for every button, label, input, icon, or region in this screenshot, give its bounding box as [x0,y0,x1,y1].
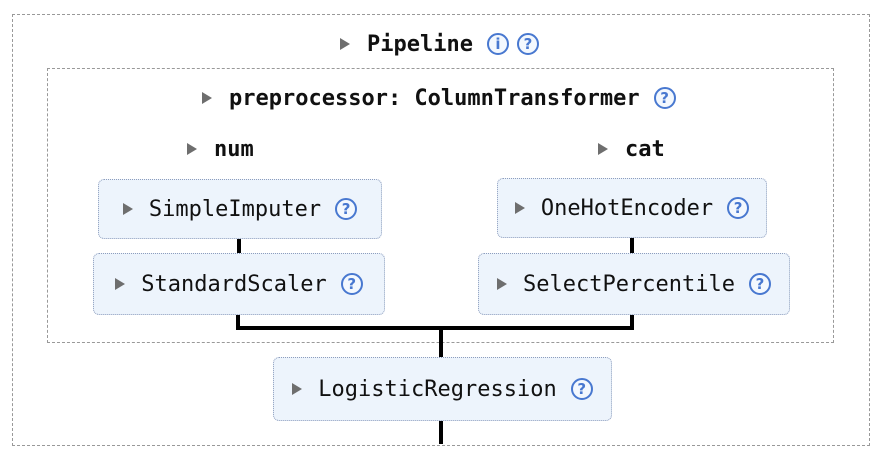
caret-right-icon [202,92,212,104]
column-num-label: num [214,136,254,162]
estimator-label: SelectPercentile [523,271,735,297]
help-icon[interactable]: ? [335,198,358,220]
estimator-standard-scaler[interactable]: StandardScaler ? [93,253,385,315]
estimator-logistic-regression[interactable]: LogisticRegression ? [273,357,612,421]
connector-merge-horizontal [236,326,634,330]
preprocessor-toggle[interactable]: preprocessor: ColumnTransformer ? [202,84,676,112]
estimator-label: SimpleImputer [148,196,322,222]
help-icon[interactable]: ? [570,378,593,400]
caret-right-icon [514,202,525,214]
column-cat-label: cat [625,136,665,162]
connector-num-steps [237,239,241,253]
column-num-toggle[interactable]: num [187,136,254,162]
estimator-simple-imputer[interactable]: SimpleImputer ? [98,179,382,239]
caret-right-icon [340,38,350,50]
pipeline-label: Pipeline [367,31,473,57]
help-icon[interactable]: ? [748,273,771,295]
caret-right-icon [187,143,197,155]
caret-right-icon [115,278,126,290]
estimator-select-percentile[interactable]: SelectPercentile ? [478,253,790,315]
estimator-label: StandardScaler [141,271,327,297]
estimator-label: LogisticRegression [318,376,557,402]
connector-cat-join [630,315,634,326]
help-icon[interactable]: ? [653,87,676,109]
caret-right-icon [598,143,608,155]
pipeline-container [12,14,870,446]
preprocessor-label: preprocessor: ColumnTransformer [229,85,640,111]
caret-right-icon [292,383,303,395]
connector-output [439,421,443,444]
estimator-onehot-encoder[interactable]: OneHotEncoder ? [497,178,767,238]
pipeline-toggle[interactable]: Pipeline i ? [340,30,539,58]
help-icon[interactable]: ? [516,33,539,55]
help-icon[interactable]: ? [340,273,363,295]
caret-right-icon [122,203,133,215]
connector-cat-steps [630,238,634,253]
caret-right-icon [497,278,508,290]
estimator-label: OneHotEncoder [540,195,714,221]
info-icon[interactable]: i [486,33,509,55]
connector-num-join [236,315,240,326]
help-icon[interactable]: ? [727,197,750,219]
connector-to-estimator [439,330,443,357]
column-cat-toggle[interactable]: cat [598,136,665,162]
